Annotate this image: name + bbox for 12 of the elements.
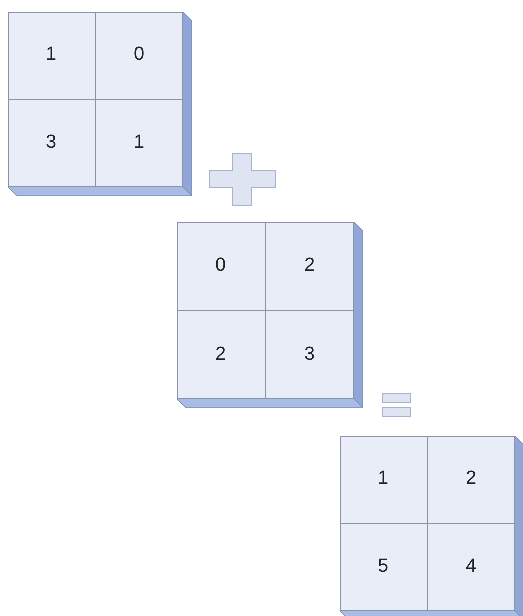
matrix-cell: 0 <box>96 12 183 100</box>
matrix-cell: 0 <box>177 222 266 310</box>
matrix-cell: 1 <box>8 12 96 100</box>
matrix-cell: 2 <box>428 436 515 524</box>
matrix-cell: 2 <box>266 222 354 310</box>
matrix-cell: 5 <box>340 524 428 611</box>
matrix-cell-text: 1 <box>132 131 146 156</box>
matrix-cell: 3 <box>8 100 96 187</box>
matrix-cell-text: 3 <box>303 342 316 367</box>
matrix-cell-text: 4 <box>464 555 478 580</box>
matrix-cell: 1 <box>340 436 428 524</box>
matrix-cell: 2 <box>177 310 266 399</box>
